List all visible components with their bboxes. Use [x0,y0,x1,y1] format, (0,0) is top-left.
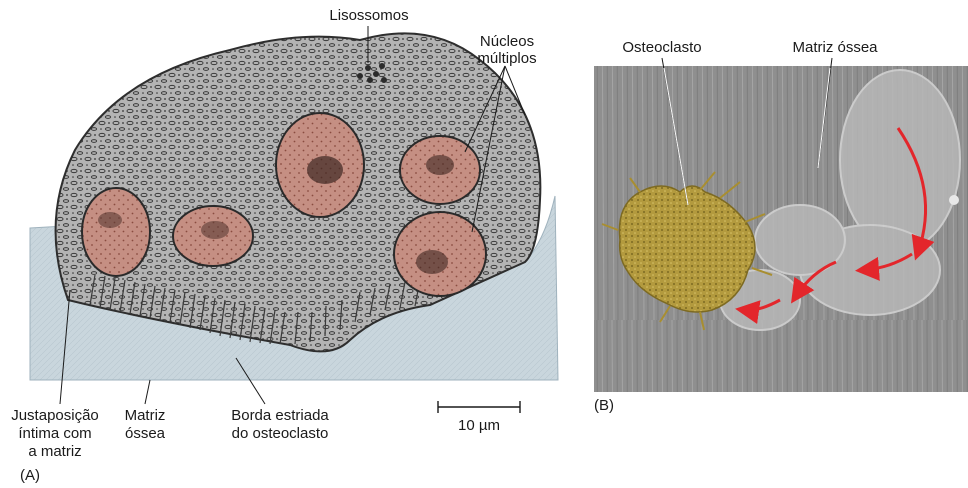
label-border-line1: Borda estriada [231,407,329,424]
label-contact-line3: a matriz [28,443,81,460]
label-contact-line1: Justaposição [11,407,99,424]
label-contact-line2: íntima com [18,425,91,442]
panel-a-illustration: Lisossomos Núcleos múltiplos Justaposiçã… [11,7,558,484]
panel-a-label: (A) [20,467,40,484]
label-nuclei-line1: Núcleos [480,33,534,50]
panel-b-label: (B) [594,397,614,414]
nucleus [82,188,150,276]
label-border-line2: do osteoclasto [232,425,329,442]
label-nuclei-line2: múltiplos [477,50,536,67]
label-bone-matrix: Matriz óssea [792,39,878,56]
label-matrix-line2: óssea [125,425,166,442]
label-matrix-line1: Matriz [125,407,166,424]
label-lysosomes: Lisossomos [329,7,408,24]
label-osteoclast: Osteoclasto [622,39,701,56]
panel-b-micrograph: Osteoclasto Matriz óssea (B) [594,39,968,414]
label-scale: 10 µm [458,417,500,434]
scale-bar [438,401,520,413]
